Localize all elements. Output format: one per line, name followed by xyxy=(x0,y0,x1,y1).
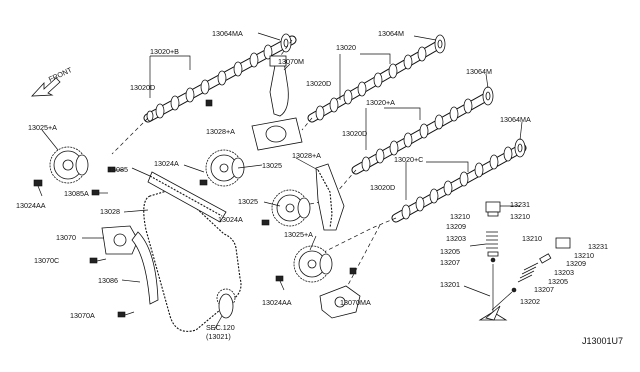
label-13205-2: 13205 xyxy=(548,277,568,286)
label-13020-a: 13020+A xyxy=(366,98,395,107)
part-labels: 13064MA 13020+B 13020D 13070M 13020 1306… xyxy=(16,29,623,346)
label-13028: 13028 xyxy=(100,207,120,216)
label-13085: 13085 xyxy=(108,165,128,174)
bolt-08120-lower xyxy=(349,267,357,275)
bolt-13024a-upper xyxy=(199,179,208,186)
camshaft-13020-a xyxy=(351,91,493,175)
label-13025-1: 13025 xyxy=(262,161,282,170)
bolt-13024aa-left xyxy=(33,179,43,197)
reference-code: J13001U7 xyxy=(582,336,623,346)
label-13020d-2: 13020D xyxy=(306,79,331,88)
label-13024aa-lower: 13024AA xyxy=(262,298,292,307)
label-13202: 13202 xyxy=(520,297,540,306)
label-13231-1: 13231 xyxy=(510,200,530,209)
sprocket-13025a-lower xyxy=(293,245,333,283)
seal-plate-13028a-1 xyxy=(251,117,303,151)
label-13210-4: 13210 xyxy=(574,251,594,260)
label-13064m-right: 13064M xyxy=(466,67,492,76)
label-13028-a-1: 13028+A xyxy=(206,127,235,136)
collar-13064m-top xyxy=(434,34,446,54)
label-13064ma-top: 13064MA xyxy=(212,29,243,38)
bolt-13070c xyxy=(89,257,107,264)
label-13070ma: 13070MA xyxy=(340,298,371,307)
valve-assembly-left xyxy=(478,201,508,321)
label-13205-1: 13205 xyxy=(440,247,460,256)
label-13025-a-2: 13025+A xyxy=(284,230,313,239)
label-13201: 13201 xyxy=(440,280,460,289)
label-13020-b: 13020+B xyxy=(150,47,179,56)
collar-13064ma-top xyxy=(280,33,292,53)
label-13203-2: 13203 xyxy=(554,268,574,277)
front-label: FRONT xyxy=(47,65,74,84)
leader-lines xyxy=(41,32,523,331)
sprocket-13025a-left xyxy=(49,146,89,184)
bolt-13024aa-lower xyxy=(275,275,285,291)
tensioner-13070ma xyxy=(319,285,361,319)
label-13025-a-left: 13025+A xyxy=(28,123,57,132)
label-13209-1: 13209 xyxy=(446,222,466,231)
label-sec120: SEC.120 xyxy=(206,323,235,332)
label-13025-2: 13025 xyxy=(238,197,258,206)
label-13024aa-left: 13024AA xyxy=(16,201,46,210)
bolt-13085 xyxy=(107,166,124,173)
label-sec120-sub: (13021) xyxy=(206,332,231,341)
bolt-13070a xyxy=(117,311,135,318)
label-13070m: 13070M xyxy=(278,57,304,66)
seal-plate-13028a-2 xyxy=(315,163,345,231)
label-13020d-4: 13020D xyxy=(370,183,395,192)
label-13207-1: 13207 xyxy=(440,258,460,267)
bolt-13085a xyxy=(91,189,108,196)
camshaft-13020-c xyxy=(391,143,527,223)
chain-rail-13024a xyxy=(147,171,227,223)
label-13210-2: 13210 xyxy=(510,212,530,221)
crank-sprocket xyxy=(216,288,236,319)
label-13085a: 13085A xyxy=(64,189,89,198)
bolt-13024a-middle xyxy=(261,219,270,226)
label-13024a-1: 13024A xyxy=(154,159,179,168)
label-13064m-top: 13064M xyxy=(378,29,404,38)
camshaft-13020-b xyxy=(143,35,297,123)
valve-assembly-right xyxy=(485,237,571,321)
label-13020d-3: 13020D xyxy=(342,129,367,138)
collar-13064m-right xyxy=(482,86,494,106)
label-13070: 13070 xyxy=(56,233,76,242)
label-13064ma-right: 13064MA xyxy=(500,115,531,124)
label-13020: 13020 xyxy=(336,43,356,52)
label-13203-1: 13203 xyxy=(446,234,466,243)
label-13210-3: 13210 xyxy=(522,234,542,243)
slack-guide-13086 xyxy=(131,231,159,305)
collar-13064ma-right xyxy=(514,138,526,158)
chain-guide-13070m xyxy=(269,55,289,117)
label-13209-2: 13209 xyxy=(566,259,586,268)
label-13070a: 13070A xyxy=(70,311,95,320)
label-13024a-2: 13024A xyxy=(218,215,243,224)
label-13020-c: 13020+C xyxy=(394,155,423,164)
label-13070c: 13070C xyxy=(34,256,59,265)
label-13086: 13086 xyxy=(98,276,118,285)
bolt-08120-upper xyxy=(205,99,213,107)
sprocket-13025-middle xyxy=(271,189,311,227)
front-arrow-icon xyxy=(31,77,61,97)
label-13231-2: 13231 xyxy=(588,242,608,251)
label-13020d-1: 13020D xyxy=(130,83,155,92)
sprocket-13025-upper xyxy=(205,149,245,187)
label-13210-1: 13210 xyxy=(450,212,470,221)
camshaft-13020 xyxy=(307,39,445,123)
tensioner-13070 xyxy=(101,225,139,255)
label-13028-a-2: 13028+A xyxy=(292,151,321,160)
label-13207-2: 13207 xyxy=(534,285,554,294)
